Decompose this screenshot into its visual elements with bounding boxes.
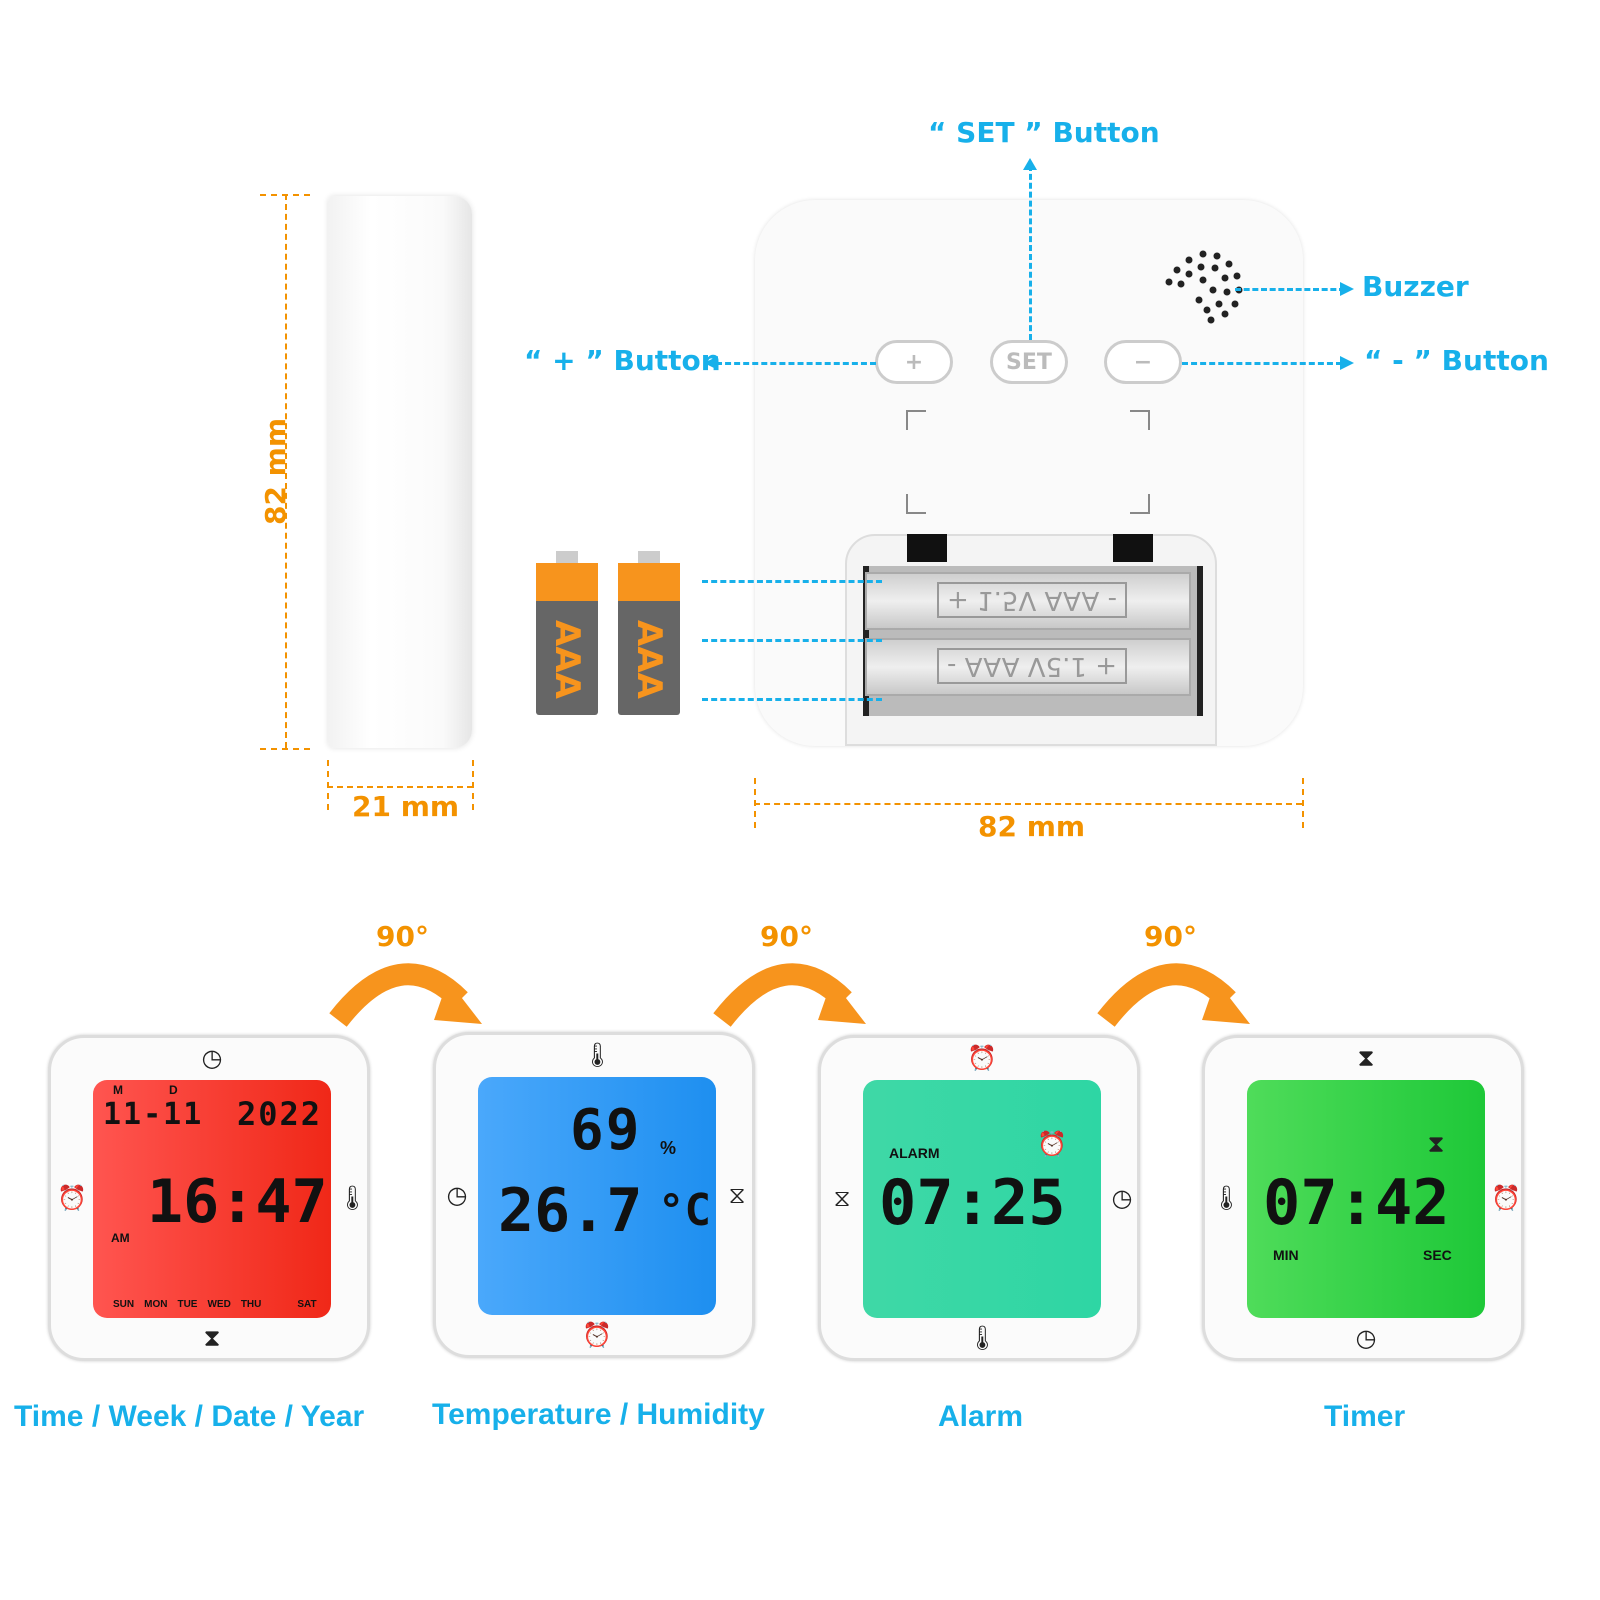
alarm-time-value: 07:25 xyxy=(879,1166,1066,1239)
weekday-row: SUN MON TUE WED THU SAT xyxy=(113,1300,317,1310)
set-button[interactable]: SET xyxy=(990,340,1068,384)
temperature-value: 26.7 xyxy=(498,1176,643,1246)
battery-label: AAA xyxy=(629,619,669,699)
width-dimension-label: 82 mm xyxy=(978,810,1086,843)
depth-dimension-line xyxy=(327,786,473,788)
clock-icon: ◷ xyxy=(1355,1324,1377,1352)
aaa-battery: AAA xyxy=(618,551,680,715)
lcd-screen: ALARM ⏰ 07:25 xyxy=(863,1080,1101,1318)
sec-label: SEC xyxy=(1423,1247,1452,1263)
emboss-text: + 1.5V AAA - xyxy=(937,648,1127,684)
hourglass-icon: ⧗ xyxy=(1357,1044,1375,1072)
weekday: MON xyxy=(144,1299,168,1310)
battery-slot-1: + 1.5V AAA - xyxy=(865,572,1191,630)
time-value: 16:47 xyxy=(147,1167,328,1237)
alarm-display: ⏰ ⧖ ◷ 🌡 ALARM ⏰ 07:25 xyxy=(818,1035,1140,1361)
dimension-tick xyxy=(260,748,310,750)
width-dimension-line xyxy=(754,803,1302,805)
insert-arrow xyxy=(702,698,882,701)
weekday: SAT xyxy=(297,1299,317,1310)
caption-timer: Timer xyxy=(1324,1400,1406,1433)
alarm-icon: ⏰ xyxy=(582,1321,612,1349)
alarm-icon: ⏰ xyxy=(1491,1184,1521,1212)
height-dimension-line xyxy=(285,194,287,748)
day-label: D xyxy=(169,1083,178,1097)
min-label: MIN xyxy=(1273,1247,1299,1263)
dimension-tick xyxy=(260,194,310,196)
caption-time: Time / Week / Date / Year xyxy=(14,1400,365,1433)
alarm-icon: ⏰ xyxy=(1037,1130,1067,1158)
arrow-left-icon xyxy=(704,356,718,370)
rotation-angle: 90° xyxy=(760,920,813,953)
clock-side-view xyxy=(328,196,472,748)
hourglass-icon: ⧗ xyxy=(1427,1130,1445,1158)
arrow-right-icon xyxy=(1340,282,1354,296)
hourglass-icon: ⧖ xyxy=(833,1184,851,1212)
height-dimension-label: 82 mm xyxy=(259,417,293,526)
caption-alarm: Alarm xyxy=(938,1400,1024,1433)
rotation-angle: 90° xyxy=(1144,920,1197,953)
buzzer-grille-icon xyxy=(1165,250,1243,324)
timer-display: ⧗ 🌡 ⏰ ◷ ⧗ 07:42 MIN SEC xyxy=(1202,1035,1524,1361)
rotate-arrow-icon xyxy=(1097,963,1250,1027)
label-area-corners xyxy=(906,410,1150,514)
thermometer-icon: 🌡 xyxy=(1211,1184,1242,1212)
buzzer-callout-line xyxy=(1235,288,1345,291)
plus-button-callout: “ + ” Button xyxy=(524,344,721,377)
dimension-tick xyxy=(327,760,329,810)
aaa-battery: AAA xyxy=(536,551,598,715)
battery-slot-2: + 1.5V AAA - xyxy=(865,638,1191,696)
am-pm-indicator: AM xyxy=(111,1231,130,1245)
rotation-angle: 90° xyxy=(376,920,429,953)
temperature-unit: °C xyxy=(658,1185,711,1236)
weekday: SUN xyxy=(113,1299,135,1310)
clock-icon: ◷ xyxy=(1111,1184,1133,1212)
alarm-label: ALARM xyxy=(889,1145,940,1161)
caption-temperature: Temperature / Humidity xyxy=(432,1398,765,1431)
humidity-unit: % xyxy=(660,1138,677,1158)
thermometer-icon: 🌡 xyxy=(582,1041,613,1069)
thermometer-icon: 🌡 xyxy=(337,1184,368,1212)
hourglass-icon: ⧗ xyxy=(203,1324,221,1352)
thermometer-icon: 🌡 xyxy=(967,1324,998,1352)
temperature-humidity-display: 🌡 ◷ ⧖ ⏰ 69 % 26.7 °C xyxy=(433,1032,755,1358)
lcd-screen: 69 % 26.7 °C xyxy=(478,1077,716,1315)
insert-arrow xyxy=(702,639,882,642)
date-value: 11-11 xyxy=(103,1097,204,1132)
humidity-value: 69 xyxy=(570,1098,642,1163)
plus-button[interactable]: + xyxy=(875,340,953,384)
hourglass-icon: ⧖ xyxy=(728,1181,746,1209)
emboss-text: + 1.5V AAA - xyxy=(937,582,1127,618)
month-label: M xyxy=(113,1083,123,1097)
minus-button-callout: “ - ” Button xyxy=(1364,344,1549,377)
battery-label: AAA xyxy=(547,619,587,699)
battery-compartment: + 1.5V AAA - + 1.5V AAA - xyxy=(845,534,1217,746)
set-callout-line xyxy=(1029,165,1032,340)
rotate-arrow-icon xyxy=(713,963,866,1027)
dimension-tick xyxy=(472,760,474,810)
timer-value: 07:42 xyxy=(1263,1166,1450,1239)
arrow-up-icon xyxy=(1023,158,1037,170)
minus-callout-line xyxy=(1182,362,1342,365)
alarm-icon: ⏰ xyxy=(57,1184,87,1212)
weekday: THU xyxy=(240,1299,262,1310)
time-mode-display: ◷ ⏰ 🌡 ⧗ M D 11-11 2022 16:47 AM SUN MON TU… xyxy=(48,1035,370,1361)
minus-button[interactable]: − xyxy=(1104,340,1182,384)
depth-dimension-label: 21 mm xyxy=(352,790,460,823)
rotate-arrow-icon xyxy=(329,963,482,1027)
clock-icon: ◷ xyxy=(201,1044,223,1072)
dimension-tick xyxy=(1302,778,1304,828)
plus-callout-line xyxy=(716,362,876,365)
year-value: 2022 xyxy=(237,1095,323,1133)
weekday: TUE xyxy=(177,1299,198,1310)
insert-arrow xyxy=(702,580,882,583)
set-button-callout: “ SET ” Button xyxy=(928,116,1160,149)
clock-icon: ◷ xyxy=(446,1181,468,1209)
weekday: WED xyxy=(207,1299,231,1310)
arrow-right-icon xyxy=(1340,356,1354,370)
buzzer-callout: Buzzer xyxy=(1362,270,1469,303)
alarm-icon: ⏰ xyxy=(967,1044,997,1072)
lcd-screen: ⧗ 07:42 MIN SEC xyxy=(1247,1080,1485,1318)
